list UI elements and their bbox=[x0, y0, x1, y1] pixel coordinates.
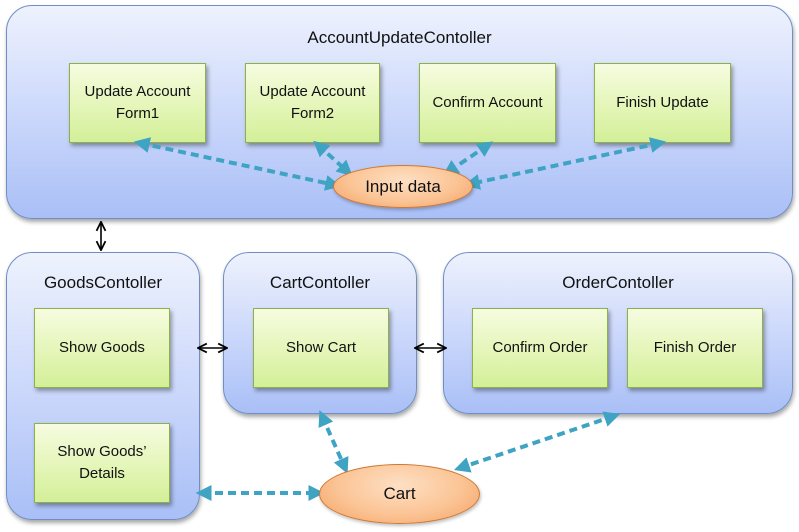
show-cart-page: Show Cart bbox=[253, 308, 389, 388]
goods-controller-title: GoodsContoller bbox=[43, 273, 163, 292]
cart-data-ellipse: Cart bbox=[319, 464, 480, 524]
order-controller-title: OrderContoller bbox=[562, 273, 674, 292]
input-data-ellipse: Input data bbox=[333, 165, 473, 208]
arrow-order-cart bbox=[453, 411, 621, 473]
arrow-show-cart-cart bbox=[318, 410, 349, 474]
update-account-form2-page: Update Account Form2 bbox=[245, 63, 380, 143]
show-goods-details-page: Show Goods’ Details bbox=[34, 423, 170, 503]
finish-update-page: Finish Update bbox=[594, 63, 731, 143]
cart-controller-title: CartContoller bbox=[269, 273, 371, 292]
finish-order-page: Finish Order bbox=[627, 308, 763, 388]
update-account-form1-page: Update Account Form1 bbox=[69, 63, 206, 143]
show-goods-page: Show Goods bbox=[34, 308, 170, 388]
confirm-account-page: Confirm Account bbox=[419, 63, 556, 143]
confirm-order-page: Confirm Order bbox=[472, 308, 608, 388]
account-update-controller-title: AccountUpdateContoller bbox=[307, 28, 492, 47]
